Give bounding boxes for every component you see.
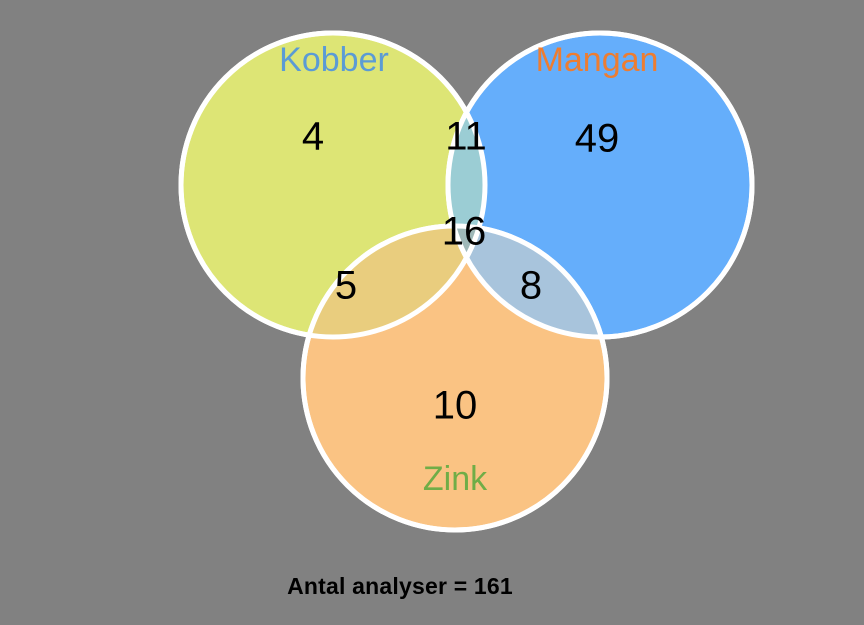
caption-total-analyses: Antal analyser = 161 — [287, 573, 513, 599]
region-value-zink-only: 10 — [433, 384, 478, 428]
region-value-kobber-mangan: 11 — [445, 115, 487, 159]
set-label-mangan: Mangan — [536, 41, 659, 79]
overlap-mangan-zink — [448, 226, 607, 337]
outline-kobber — [178, 30, 488, 340]
region-value-kobber-only: 4 — [302, 115, 324, 159]
region-value-mangan-only: 49 — [575, 117, 620, 161]
set-label-kobber: Kobber — [279, 41, 389, 79]
region-value-kobber-zink: 5 — [335, 264, 357, 308]
overlap-kobber-zink — [303, 226, 485, 337]
region-value-mangan-zink: 8 — [520, 264, 542, 308]
region-value-kobber-mangan-zink: 16 — [442, 210, 487, 254]
outline-zink — [300, 223, 610, 533]
set-label-zink: Zink — [423, 460, 488, 498]
